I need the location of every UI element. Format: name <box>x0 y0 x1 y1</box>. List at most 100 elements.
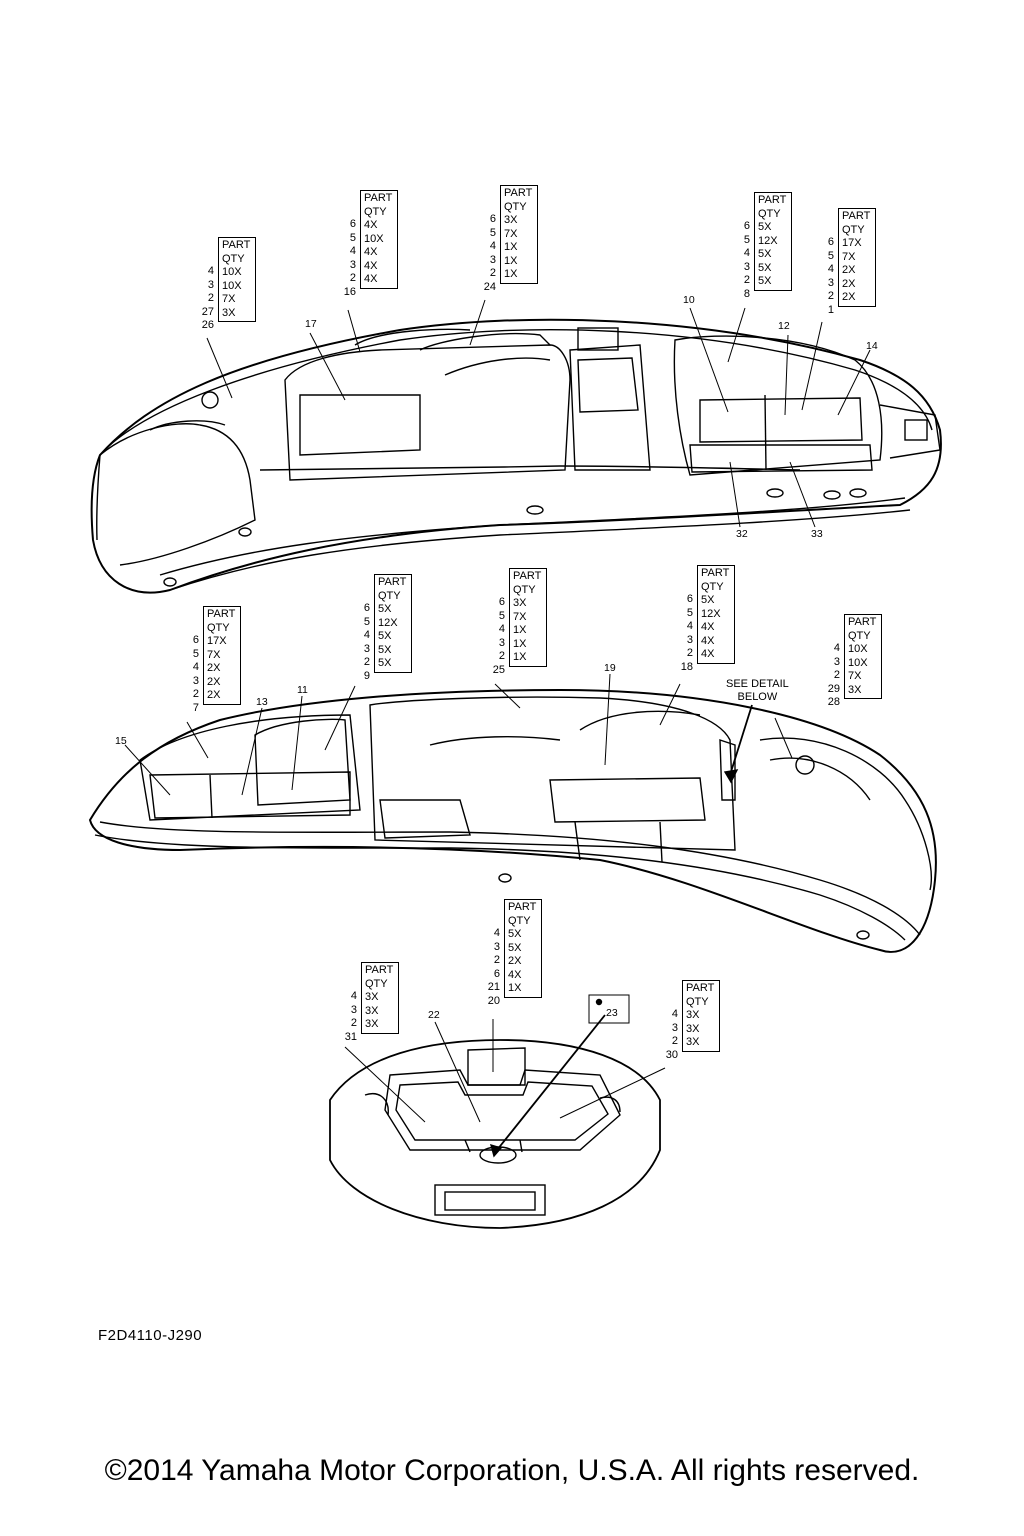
part-number: 3 <box>489 253 496 266</box>
qty-value: 2X <box>508 955 522 967</box>
part-number: 2 <box>827 290 834 302</box>
part-number: 4 <box>192 661 199 673</box>
qty-value: 1X <box>513 651 527 663</box>
part-number: 5 <box>489 226 496 239</box>
qty-table-header: QTY <box>207 621 230 634</box>
qty-value: 12X <box>701 607 721 620</box>
part-number: 5 <box>686 606 693 619</box>
qty-value: 3X <box>848 683 862 696</box>
qty-value: 12X <box>378 616 398 629</box>
part-number: 5 <box>363 615 370 628</box>
part-number: 29 <box>827 682 840 695</box>
qty-table-header: QTY <box>378 589 401 602</box>
part-number: 6 <box>743 220 750 232</box>
qty-value: 10X <box>222 279 242 292</box>
reference-number: 26 <box>201 319 214 331</box>
part-number: 2 <box>498 650 505 662</box>
qty-table-header: QTY <box>701 580 724 593</box>
qty-table-header: PART <box>848 616 877 628</box>
qty-table-header: QTY <box>364 205 387 218</box>
callout-23: 23 <box>606 1007 618 1019</box>
qty-value: 17X <box>207 635 227 647</box>
qty-table-header: QTY <box>842 223 865 236</box>
qty-value: 3X <box>686 1022 700 1035</box>
callout-12: 12 <box>778 320 790 332</box>
top-hull-drawing <box>90 318 942 594</box>
callout-19: 19 <box>604 662 616 674</box>
part-number: 4 <box>686 620 693 632</box>
callout-32: 32 <box>736 528 748 540</box>
qty-value: 3X <box>365 1018 379 1030</box>
qty-table-header: QTY <box>504 200 527 213</box>
qty-value: 7X <box>513 610 527 623</box>
qty-value: 10X <box>848 656 868 669</box>
part-number: 4 <box>350 990 357 1002</box>
part-number: 3 <box>498 636 505 649</box>
reference-number: 30 <box>665 1048 678 1061</box>
qty-value: 5X <box>758 275 772 287</box>
part-number: 4 <box>671 1008 678 1020</box>
qty-table-header: QTY <box>686 995 709 1008</box>
reference-number: 8 <box>743 287 750 300</box>
part-number: 2 <box>349 272 356 284</box>
part-number: 6 <box>192 634 199 646</box>
qty-value: 7X <box>222 293 236 305</box>
part-number: 5 <box>192 647 199 660</box>
qty-value: 4X <box>508 968 522 981</box>
qty-table-header: PART <box>222 239 251 251</box>
qty-value: 5X <box>378 603 392 615</box>
qty-value: 5X <box>701 594 715 606</box>
part-number: 5 <box>349 231 356 244</box>
reference-number: 1 <box>827 303 834 316</box>
callout-14: 14 <box>866 340 878 352</box>
see-detail-note: SEE DETAIL BELOW <box>726 678 789 704</box>
reference-number: 18 <box>680 660 693 673</box>
part-number: 3 <box>207 278 214 291</box>
part-number: 2 <box>363 656 370 668</box>
qty-value: 4X <box>364 273 378 285</box>
reference-number: 20 <box>487 994 500 1007</box>
part-number: 6 <box>489 213 496 225</box>
part-number: 2 <box>207 292 214 304</box>
qty-value: 10X <box>222 266 242 278</box>
qty-table-header: QTY <box>222 252 245 265</box>
qty-value: 1X <box>504 268 518 280</box>
qty-value: 4X <box>701 634 715 647</box>
reference-number: 9 <box>363 669 370 682</box>
reference-number: 24 <box>483 280 496 293</box>
part-number: 6 <box>349 218 356 230</box>
callout-10: 10 <box>683 294 695 306</box>
qty-value: 3X <box>365 991 379 1003</box>
qty-table-header: PART <box>842 210 871 222</box>
qty-value: 4X <box>364 259 378 272</box>
qty-value: 4X <box>364 246 378 258</box>
qty-table-header: QTY <box>513 583 536 596</box>
qty-value: 2X <box>842 264 856 276</box>
qty-value: 2X <box>207 662 221 674</box>
part-number: 3 <box>493 940 500 953</box>
reference-number: 28 <box>827 696 840 708</box>
part-number: 4 <box>489 240 496 252</box>
part-number: 4 <box>493 927 500 939</box>
part-number: 5 <box>743 233 750 246</box>
qty-table-header: PART <box>504 187 533 199</box>
part-number: 6 <box>493 967 500 980</box>
part-number: 2 <box>493 954 500 966</box>
